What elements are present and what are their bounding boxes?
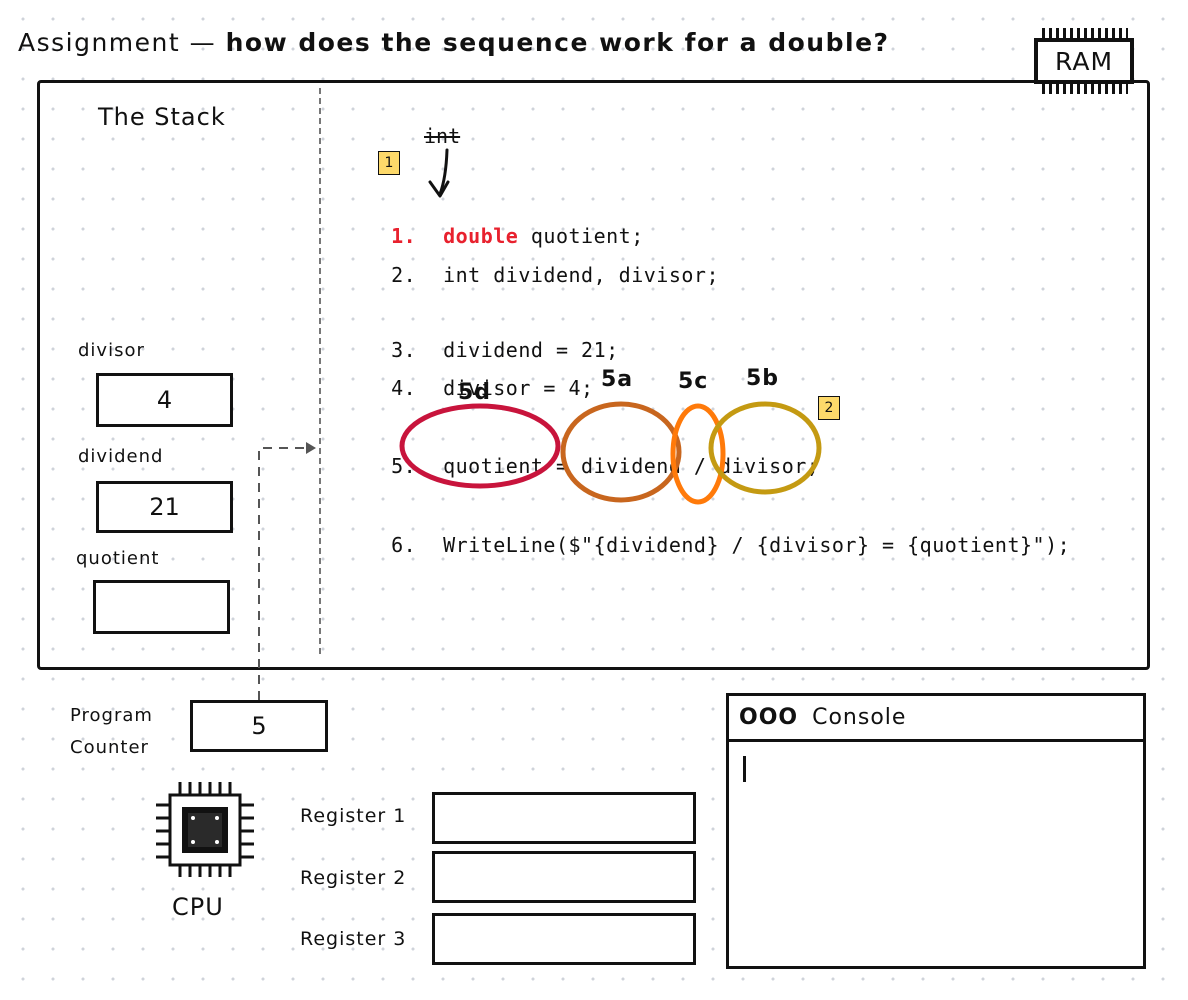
code-line-5: 5. quotient = dividend / divisor; [366,430,819,478]
divisor-value: 4 [156,386,173,414]
line-6-text: WriteLine($"{dividend} / {divisor} = {qu… [443,533,1071,557]
console-window: OOO Console [726,693,1146,969]
quotient-label: quotient [76,548,160,569]
line-4-text: divisor = 4; [443,376,594,400]
stack-divider [319,88,321,654]
assignment-title: Assignment — how does the sequence work … [18,28,890,57]
ram-pins-top [1042,28,1128,38]
register-3-box [432,913,696,965]
stack-title: The Stack [98,103,226,131]
dividend-label: dividend [78,446,164,467]
program-counter-label-line-1: Program [70,705,153,726]
line-2-text: int dividend, divisor; [443,263,719,287]
step-label-5c: 5c [678,369,709,394]
console-title: Console [812,705,907,730]
step-label-5d: 5d [458,380,492,405]
line-3-text: dividend = 21; [443,338,619,362]
note-badge-2: 2 [818,396,840,420]
note-badge-1: 1 [378,151,400,175]
line-number-4: 4. [391,376,417,400]
register-2-label: Register 2 [300,867,407,889]
double-keyword: double [443,224,519,248]
program-counter-value: 5 [251,712,267,740]
line-number-1: 1. [391,224,417,248]
step-label-5a: 5a [601,367,634,392]
title-question: how does the sequence work for a double? [225,28,890,57]
step-label-5b: 5b [746,366,780,391]
title-prefix: Assignment — [18,28,226,57]
divisor-value-box: 4 [96,373,233,427]
program-counter-label: Program Counter [70,700,153,764]
program-counter-label-line-2: Counter [70,737,149,758]
line-number-2: 2. [391,263,417,287]
cpu-chip-icon [156,782,254,877]
console-cursor [743,756,746,782]
line-number-5: 5. [391,454,417,478]
line-5-text: quotient = dividend / divisor; [443,454,820,478]
register-2-box [432,851,696,903]
code-line-3: 3. dividend = 21; [366,314,619,362]
register-1-label: Register 1 [300,805,407,827]
struck-int-type: int [424,124,461,148]
ram-pins-bottom [1042,84,1128,94]
register-1-box [432,792,696,844]
dividend-value: 21 [149,493,180,521]
quotient-value-box [93,580,230,634]
line-number-6: 6. [391,533,417,557]
line-1-rest: quotient; [518,224,644,248]
line-number-3: 3. [391,338,417,362]
code-line-6: 6. WriteLine($"{dividend} / {divisor} = {… [366,509,1070,557]
cpu-label: CPU [172,893,224,921]
register-3-label: Register 3 [300,928,407,950]
console-window-dots: OOO [739,705,799,730]
console-title-bar: OOO Console [729,696,1143,742]
code-line-2: 2. int dividend, divisor; [366,239,719,287]
program-counter-box: 5 [190,700,328,752]
code-line-4: 4. divisor = 4; [366,352,594,400]
ram-label: RAM [1034,38,1134,84]
dividend-value-box: 21 [96,481,233,533]
code-line-1: 1. double quotient; [366,200,644,248]
divisor-label: divisor [78,340,145,361]
ram-panel [37,80,1150,670]
